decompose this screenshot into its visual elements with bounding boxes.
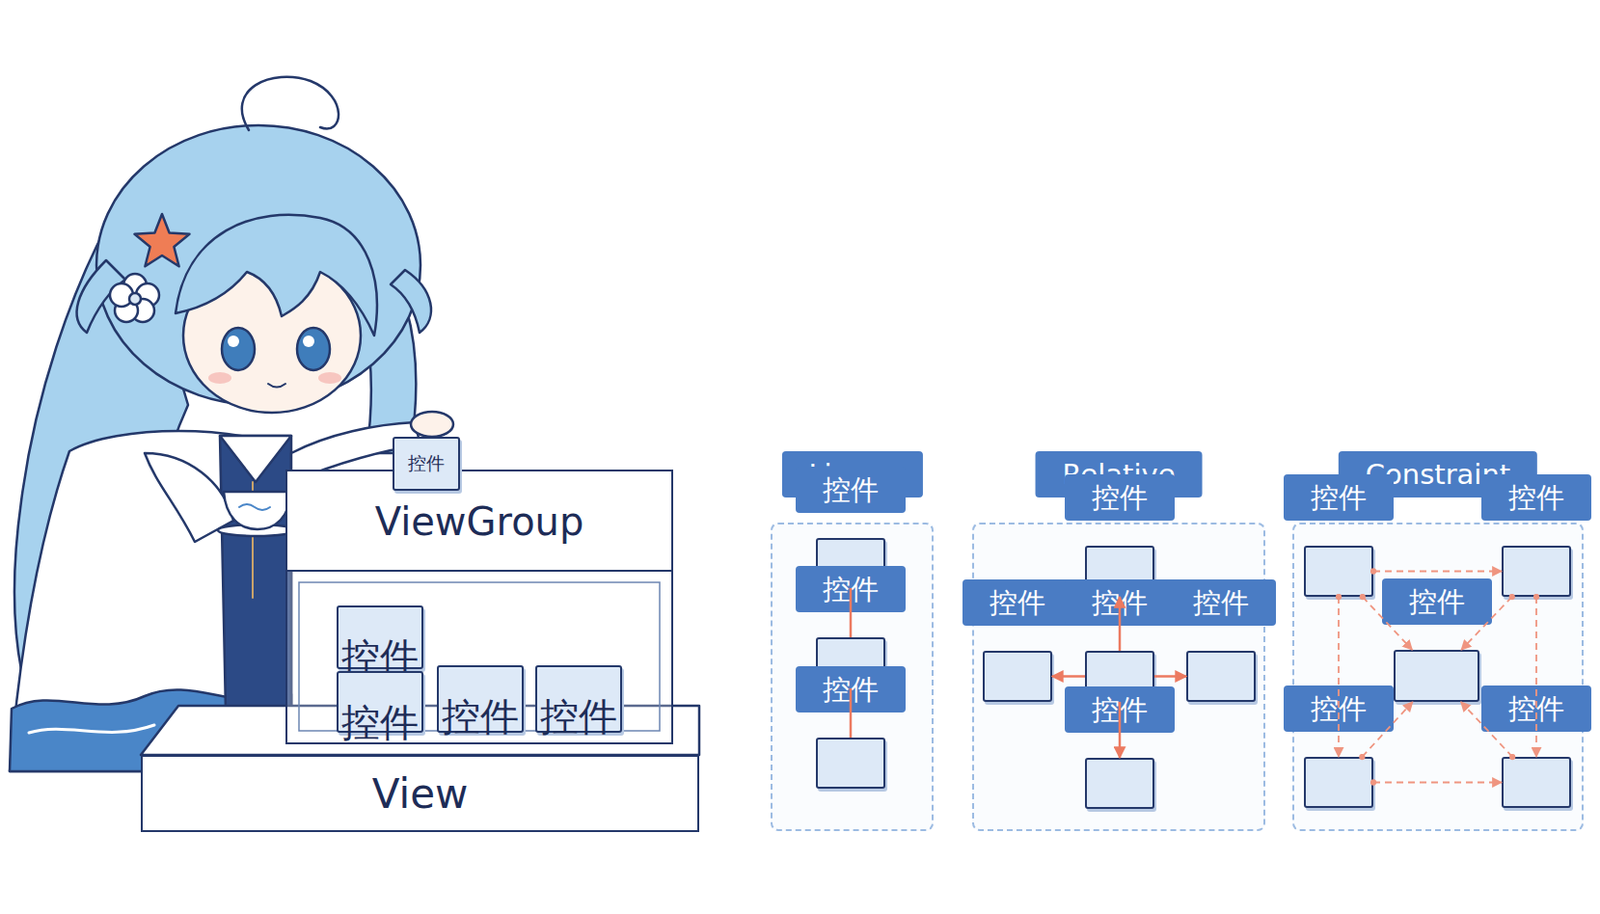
connector (1362, 596, 1412, 651)
case-label: ViewGroup (287, 471, 672, 571)
control-box: 控件 (336, 671, 424, 733)
connector (1118, 702, 1122, 759)
control-label: 控件 (795, 666, 906, 713)
connector (849, 588, 853, 638)
connector (1052, 675, 1085, 678)
connector (849, 688, 853, 738)
connector (1535, 596, 1538, 758)
lid-edge (287, 569, 672, 572)
connector (1373, 570, 1502, 573)
control-label: 控件 (795, 466, 906, 514)
base-label: View (372, 770, 469, 818)
control-label: 控件 (1283, 474, 1394, 521)
control-label: 控件 (407, 451, 445, 477)
connector (1154, 675, 1187, 678)
control-label: 控件 (438, 667, 522, 767)
control-label: 控件 (962, 579, 1073, 626)
connector (1118, 596, 1122, 651)
control-label: 控件 (1166, 579, 1276, 626)
control-box: 控件 (535, 665, 623, 733)
control-label: 控件 (795, 566, 906, 613)
control-label: 控件 (1064, 579, 1175, 626)
viewgroup-case: ViewGroup控件控件控件控件 (285, 469, 674, 745)
control-box: 控件 (1393, 650, 1480, 703)
connector (1461, 596, 1512, 651)
control-box: 控件 (1186, 650, 1256, 703)
control-box: 控件 (1084, 758, 1155, 810)
control-box: 控件 (1303, 757, 1374, 809)
control-box: 控件 (982, 650, 1053, 703)
control-box: 控件 (815, 737, 886, 789)
control-box: 控件 (1303, 545, 1374, 597)
layout-panel: Constraint控件控件控件控件控件 (1292, 522, 1584, 832)
control-label: 控件 (1481, 685, 1592, 733)
control-box: 控件 (436, 665, 524, 733)
control-box: 控件 (1501, 757, 1572, 809)
connector (1361, 702, 1412, 758)
view-base: View (140, 755, 700, 833)
control-label: 控件 (537, 667, 621, 767)
control-label: 控件 (1283, 685, 1394, 733)
control-box: 控件 (1501, 545, 1572, 597)
layout-panel: Relative控件控件控件控件控件 (972, 522, 1266, 832)
control-label: 控件 (1064, 686, 1175, 733)
control-box: 控件 (336, 605, 424, 670)
connector (1337, 596, 1340, 758)
layout-panel: Linear控件控件控件 (770, 522, 934, 832)
connector (1373, 782, 1502, 785)
control-label: 控件 (1481, 474, 1592, 521)
control-label: 控件 (1064, 474, 1175, 521)
control-box: 控件 (392, 436, 461, 491)
control-label: 控件 (1382, 578, 1492, 625)
connector (1461, 702, 1513, 758)
